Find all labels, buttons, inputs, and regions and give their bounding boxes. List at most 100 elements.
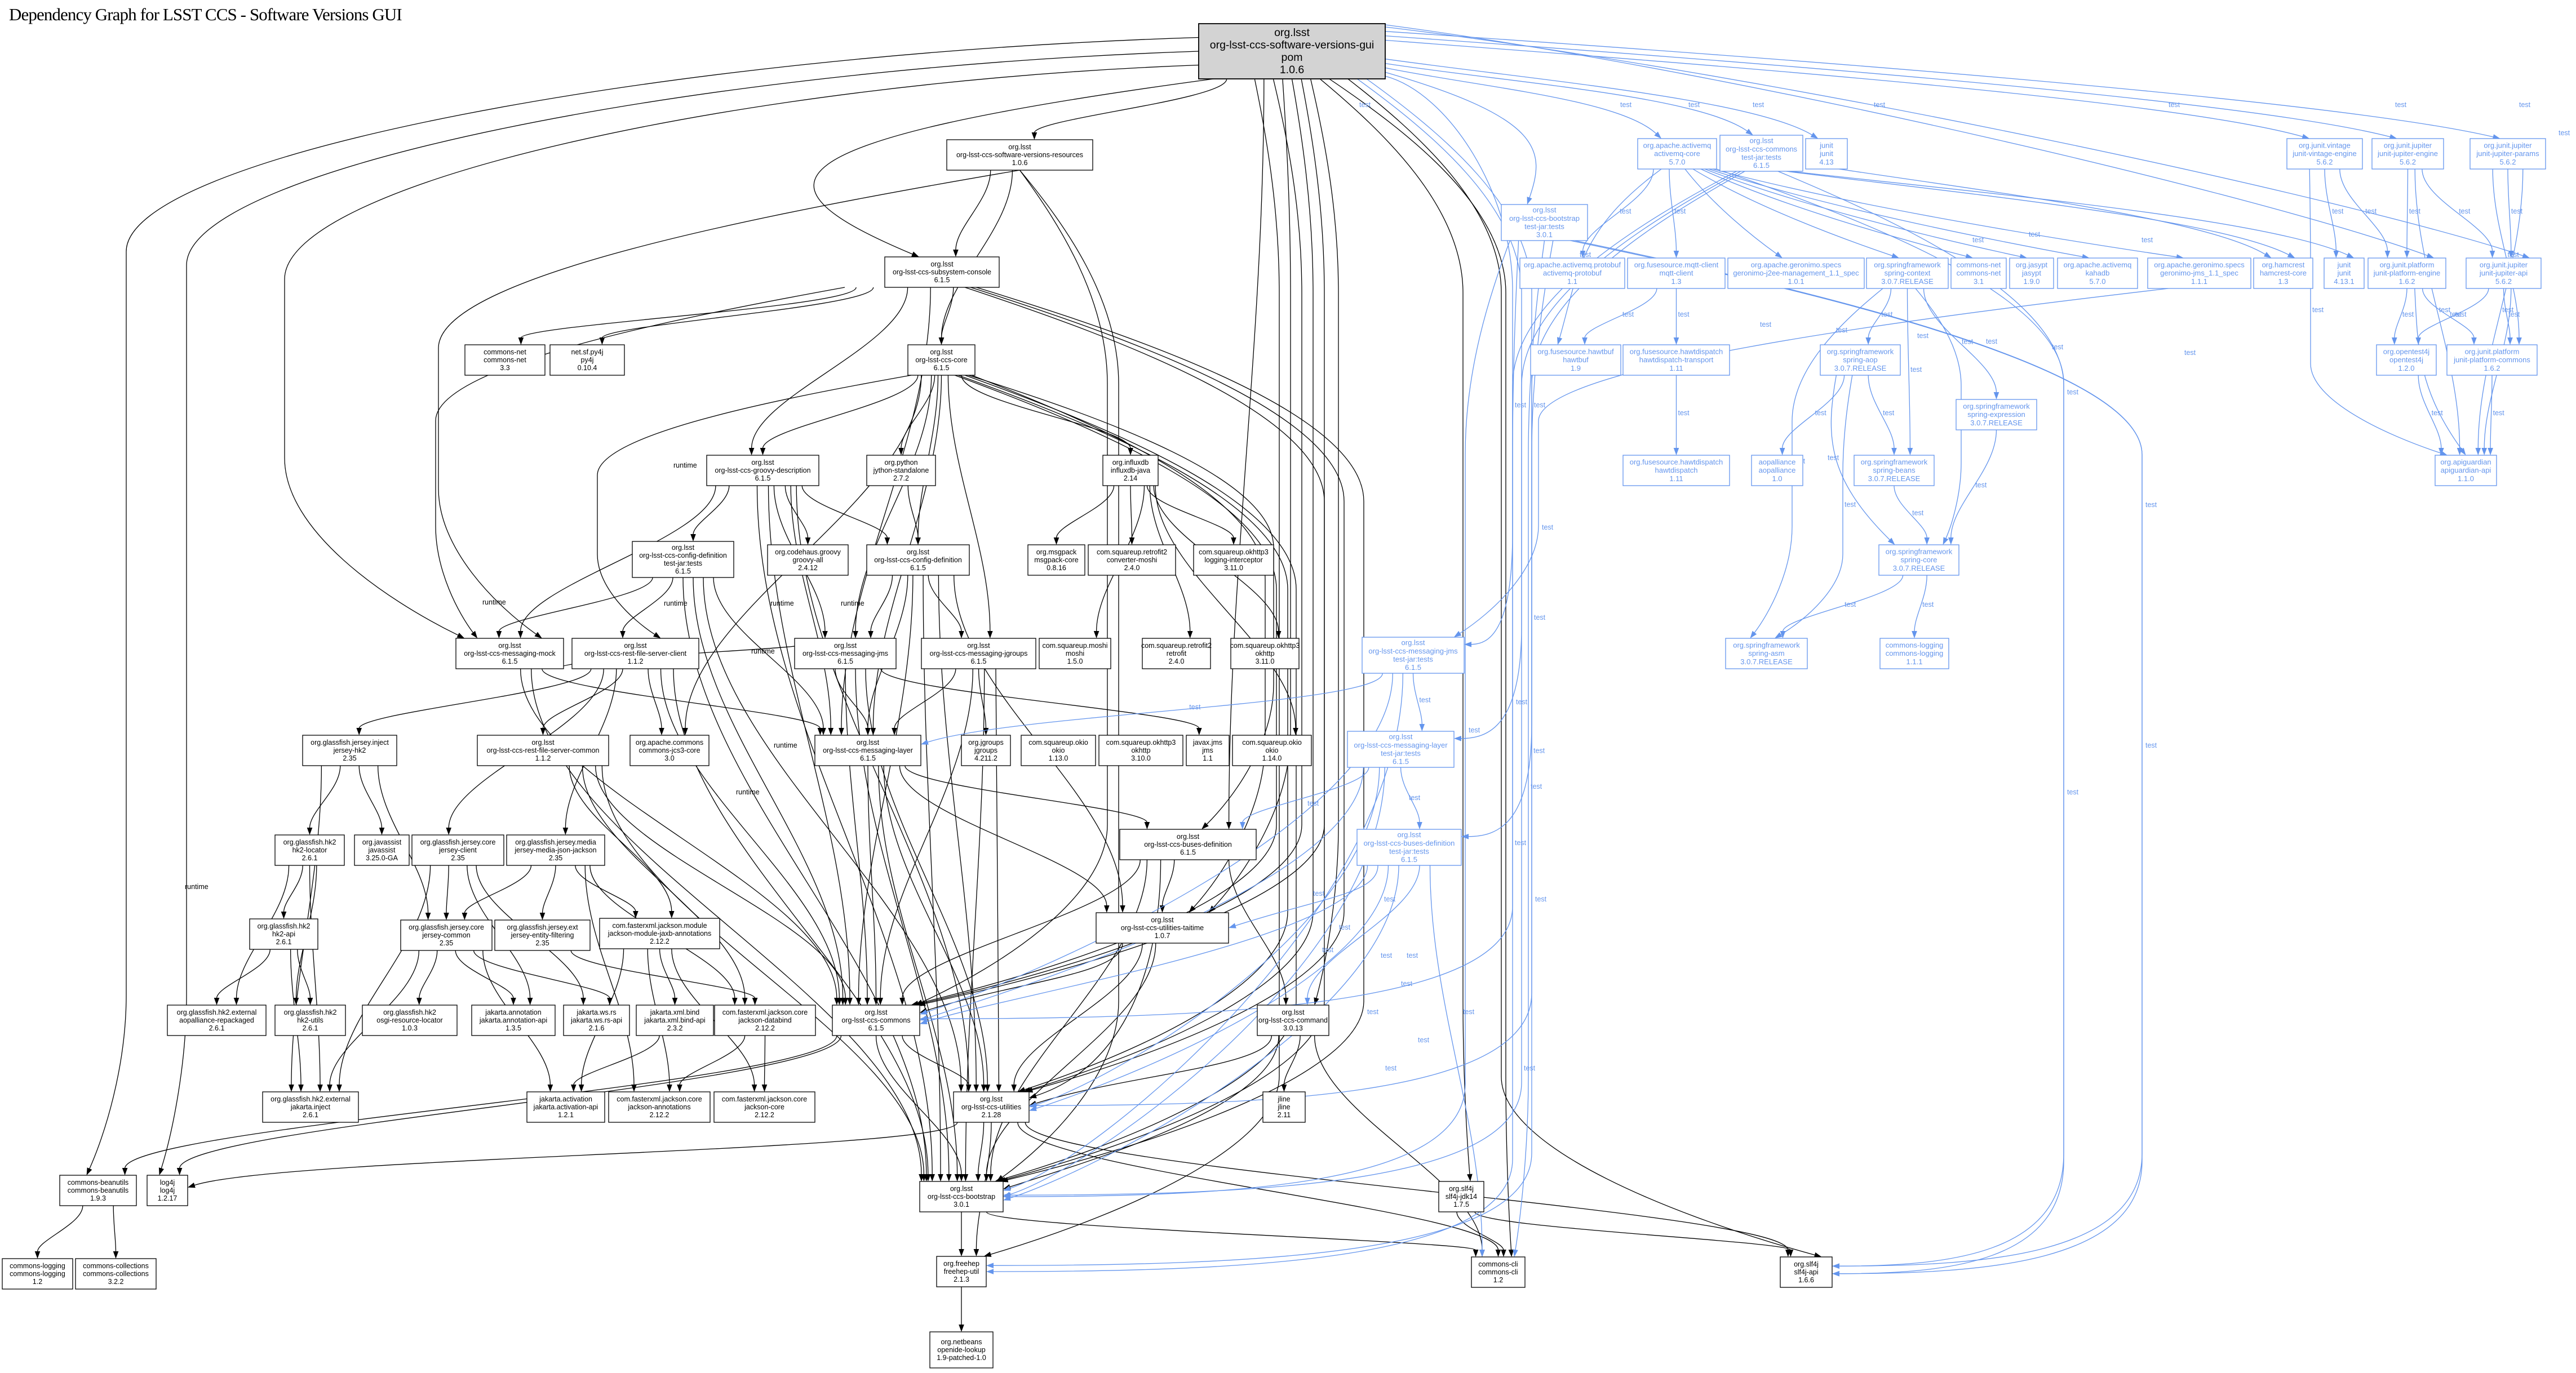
- svg-text:6.1.5: 6.1.5: [971, 657, 987, 665]
- svg-text:aopalliance: aopalliance: [1759, 457, 1796, 466]
- svg-text:org.apache.activemq.protobuf: org.apache.activemq.protobuf: [1524, 260, 1621, 269]
- svg-text:1.11: 1.11: [1669, 364, 1683, 372]
- svg-text:slf4j-jdk14: slf4j-jdk14: [1446, 1193, 1477, 1201]
- svg-text:0.8.16: 0.8.16: [1047, 564, 1066, 572]
- svg-text:test: test: [1917, 332, 1929, 340]
- svg-text:org.apache.activemq: org.apache.activemq: [1643, 141, 1712, 149]
- svg-text:test: test: [1418, 1036, 1430, 1044]
- svg-text:3.11.0: 3.11.0: [1256, 657, 1275, 665]
- svg-text:org.lsst: org.lsst: [864, 1008, 888, 1016]
- svg-text:org.apache.geronimo.specs: org.apache.geronimo.specs: [2154, 260, 2245, 269]
- svg-text:spring-asm: spring-asm: [1748, 649, 1784, 657]
- svg-text:jakarta.annotation: jakarta.annotation: [485, 1008, 541, 1016]
- svg-text:org-lsst-ccs-buses-definition: org-lsst-ccs-buses-definition: [1364, 839, 1455, 847]
- svg-text:commons-cli: commons-cli: [1478, 1268, 1518, 1276]
- svg-text:test: test: [1678, 310, 1690, 318]
- svg-text:org.fusesource.hawtdispatch: org.fusesource.hawtdispatch: [1630, 347, 1723, 356]
- svg-text:org-lsst-ccs-command: org-lsst-ccs-command: [1258, 1016, 1328, 1024]
- svg-text:org-lsst-ccs-rest-file-server-: org-lsst-ccs-rest-file-server-client: [584, 650, 687, 657]
- svg-text:org.glassfish.jersey.ext: org.glassfish.jersey.ext: [507, 923, 578, 931]
- svg-text:org.springframework: org.springframework: [1861, 457, 1928, 466]
- svg-text:commons-net: commons-net: [1957, 260, 2001, 269]
- svg-text:1.0: 1.0: [1772, 474, 1782, 483]
- svg-text:jackson-core: jackson-core: [744, 1103, 784, 1111]
- svg-text:5.7.0: 5.7.0: [1669, 158, 1686, 166]
- svg-text:commons-jcs3-core: commons-jcs3-core: [639, 747, 700, 754]
- svg-text:2.14: 2.14: [1124, 474, 1137, 482]
- svg-text:runtime: runtime: [841, 599, 864, 607]
- svg-text:1.0.3: 1.0.3: [402, 1024, 418, 1032]
- svg-text:1.0.7: 1.0.7: [1155, 932, 1170, 940]
- svg-text:jersey-client: jersey-client: [438, 846, 477, 854]
- svg-text:test: test: [2067, 388, 2079, 396]
- svg-text:1.1.1: 1.1.1: [1906, 657, 1923, 666]
- svg-text:test: test: [1815, 409, 1827, 417]
- svg-text:test: test: [1845, 501, 1856, 509]
- svg-text:com.squareup.okio: com.squareup.okio: [1028, 739, 1088, 747]
- svg-text:msgpack-core: msgpack-core: [1034, 556, 1079, 564]
- svg-text:1.2.17: 1.2.17: [158, 1194, 178, 1202]
- svg-text:org.apache.activemq: org.apache.activemq: [2064, 260, 2132, 269]
- svg-text:jakarta.activation: jakarta.activation: [539, 1095, 592, 1103]
- svg-text:6.1.5: 6.1.5: [934, 364, 950, 372]
- svg-text:1.6.2: 1.6.2: [2484, 364, 2500, 372]
- svg-text:org-lsst-ccs-messaging-mock: org-lsst-ccs-messaging-mock: [464, 650, 556, 657]
- svg-text:org.springframework: org.springframework: [1733, 641, 1800, 649]
- svg-text:commons-logging: commons-logging: [10, 1270, 65, 1278]
- svg-text:okio: okio: [1052, 747, 1065, 754]
- svg-text:test: test: [2365, 207, 2377, 215]
- svg-text:test: test: [1912, 509, 1924, 517]
- svg-text:org.lsst: org.lsst: [834, 642, 857, 650]
- svg-text:junit-jupiter-engine: junit-jupiter-engine: [2377, 149, 2438, 158]
- svg-text:test: test: [2169, 101, 2180, 109]
- svg-text:test: test: [1307, 799, 1319, 807]
- svg-text:6.1.5: 6.1.5: [837, 657, 853, 665]
- svg-text:jersey-media-json-jackson: jersey-media-json-jackson: [514, 846, 596, 854]
- svg-text:3.0.1: 3.0.1: [1536, 230, 1553, 239]
- svg-text:runtime: runtime: [736, 788, 760, 796]
- svg-text:openide-lookup: openide-lookup: [937, 1346, 986, 1354]
- svg-text:net.sf.py4j: net.sf.py4j: [571, 348, 604, 356]
- svg-text:5.7.0: 5.7.0: [2090, 277, 2106, 286]
- svg-text:jline: jline: [1277, 1103, 1290, 1111]
- svg-text:1.2.1: 1.2.1: [558, 1111, 574, 1119]
- svg-text:6.1.5: 6.1.5: [755, 474, 771, 482]
- svg-text:2.6.1: 2.6.1: [303, 1111, 318, 1119]
- svg-text:1.1: 1.1: [1567, 277, 1577, 286]
- svg-text:test: test: [1533, 747, 1545, 755]
- svg-text:test: test: [1881, 310, 1893, 318]
- svg-text:org.lsst: org.lsst: [1274, 26, 1310, 39]
- svg-text:commons-logging: commons-logging: [1886, 649, 1944, 657]
- svg-text:jasypt: jasypt: [2021, 269, 2041, 277]
- svg-text:junit-jupiter-params: junit-jupiter-params: [2476, 149, 2539, 158]
- svg-text:junit-vintage-engine: junit-vintage-engine: [2292, 149, 2356, 158]
- svg-text:org.lsst: org.lsst: [950, 1185, 973, 1193]
- svg-text:1.2: 1.2: [33, 1278, 42, 1286]
- svg-text:6.1.5: 6.1.5: [502, 657, 518, 665]
- svg-text:org.jasypt: org.jasypt: [2016, 260, 2048, 269]
- svg-text:1.1.1: 1.1.1: [2191, 277, 2207, 286]
- svg-text:com.squareup.okhttp3: com.squareup.okhttp3: [1199, 548, 1269, 556]
- svg-text:1.3: 1.3: [2278, 277, 2288, 286]
- svg-text:2.4.0: 2.4.0: [1124, 564, 1140, 572]
- svg-text:2.11: 2.11: [1278, 1111, 1291, 1119]
- svg-text:test: test: [2395, 101, 2407, 109]
- svg-text:pom: pom: [1282, 51, 1303, 64]
- svg-text:test: test: [2439, 306, 2451, 314]
- svg-text:test: test: [2493, 409, 2505, 417]
- svg-text:org-lsst-ccs-rest-file-server-: org-lsst-ccs-rest-file-server-common: [486, 747, 599, 754]
- svg-text:org.glassfish.hk2: org.glassfish.hk2: [383, 1008, 436, 1016]
- svg-text:test: test: [2029, 230, 2041, 238]
- svg-text:6.1.5: 6.1.5: [1405, 663, 1421, 672]
- svg-text:logging-interceptor: logging-interceptor: [1204, 556, 1263, 564]
- svg-text:4.211.2: 4.211.2: [974, 754, 997, 762]
- svg-text:hamcrest-core: hamcrest-core: [2260, 269, 2307, 277]
- svg-text:junit-platform-engine: junit-platform-engine: [2373, 269, 2441, 277]
- svg-text:org-lsst-ccs-software-versions: org-lsst-ccs-software-versions-resources: [956, 151, 1083, 159]
- svg-text:3.0.13: 3.0.13: [1283, 1024, 1303, 1032]
- svg-text:3.0.7.RELEASE: 3.0.7.RELEASE: [1740, 657, 1793, 666]
- svg-text:log4j: log4j: [160, 1187, 175, 1194]
- svg-text:com.fasterxml.jackson.core: com.fasterxml.jackson.core: [722, 1095, 807, 1103]
- svg-text:test: test: [2432, 409, 2444, 417]
- svg-text:test: test: [2409, 207, 2421, 215]
